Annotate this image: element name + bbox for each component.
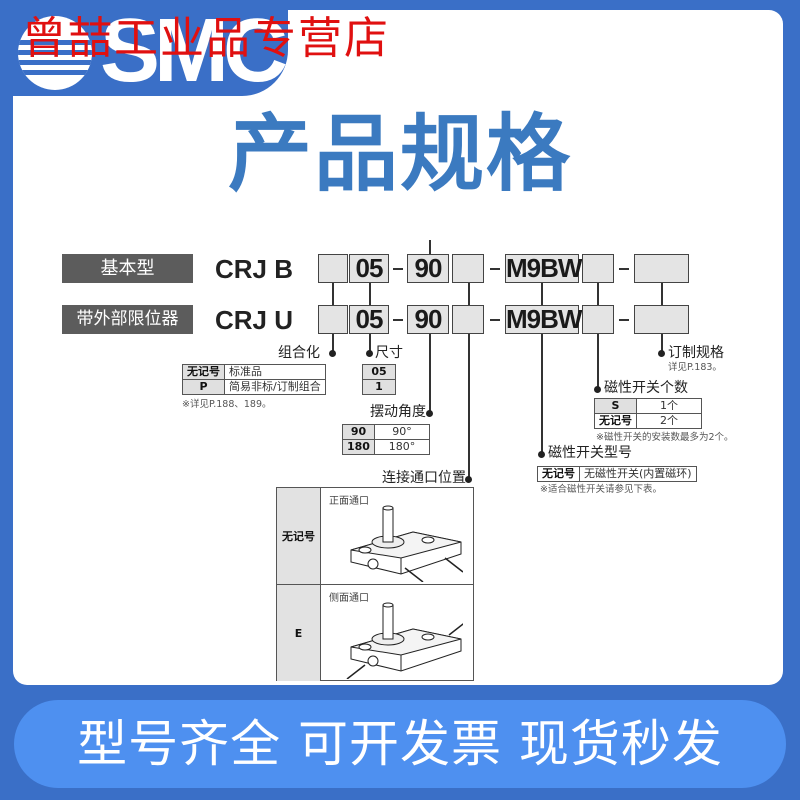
dash <box>393 319 403 321</box>
port-caption: 正面通口 <box>329 496 369 507</box>
model-code: CRJ U <box>215 305 294 335</box>
table-value: 标准品 <box>224 364 326 380</box>
option-box-port <box>452 305 484 334</box>
port-caption: 侧面通口 <box>329 593 369 604</box>
table-value: 简易非标/订制组合 <box>224 379 326 395</box>
option-box-angle: 90 <box>407 305 449 334</box>
connector-line <box>468 334 470 480</box>
page-title: 产品规格 <box>227 105 572 203</box>
custom-spec-note: 详见P.183。 <box>668 362 722 373</box>
option-box-switch-model: M9BW <box>505 253 582 283</box>
callout-swing-angle-title: 摆动角度 <box>370 404 426 420</box>
table-key: 无记号 <box>182 364 225 380</box>
option-box-custom <box>634 254 689 283</box>
option-box-switch-model: M9BW <box>505 304 582 334</box>
option-box-size: 05 <box>349 305 389 334</box>
callout-switch-model-title: 磁性开关型号 <box>548 445 632 461</box>
size-table: 05 1 <box>362 364 396 395</box>
callout-combination-title: 组合化 <box>278 345 320 361</box>
option-box-custom <box>634 305 689 334</box>
switch-count-note: ※磁性开关的安装数最多为2个。 <box>596 432 734 443</box>
connector-line <box>332 283 334 305</box>
table-key: S <box>594 398 637 414</box>
callout-dot <box>366 350 373 357</box>
callout-port-position-title: 连接通口位置 <box>382 470 466 486</box>
combination-note: ※详见P.188、189。 <box>182 399 272 410</box>
port-row-side: E 侧面通口 <box>277 585 473 681</box>
switch-model-table: 无记号无磁性开关(内置磁环) <box>537 466 697 482</box>
table-value: 1个 <box>636 398 702 414</box>
connector-line <box>332 334 334 354</box>
store-watermark: 曾喆工业品专营店 <box>22 14 390 63</box>
table-value: 180° <box>373 439 430 455</box>
table-value: 90° <box>373 424 430 440</box>
promo-banner: 型号齐全 可开发票 现货秒发 <box>14 700 786 788</box>
model-code: CRJ B <box>215 254 294 284</box>
callout-switch-count-title: 磁性开关个数 <box>604 380 688 396</box>
table-key: E <box>277 585 321 681</box>
callout-dot <box>465 476 472 483</box>
option-box-size: 05 <box>349 254 389 283</box>
callout-dot <box>538 451 545 458</box>
table-key: P <box>182 379 225 395</box>
table-key: 180 <box>342 439 375 455</box>
connector-line <box>661 283 663 305</box>
connector-line <box>597 283 599 305</box>
table-key: 无记号 <box>537 466 580 482</box>
dash <box>393 268 403 270</box>
option-box-combination <box>318 305 348 334</box>
port-position-table: 无记号 正面通口 E 侧面通口 <box>276 487 474 681</box>
model-row-external-stopper: 带外部限位器 CRJ U 05 90 M9BW <box>62 305 702 335</box>
callout-dot <box>658 350 665 357</box>
table-key: 05 <box>362 364 396 380</box>
smc-logo-icon <box>18 16 92 90</box>
table-value: 2个 <box>636 413 702 429</box>
row-label: 基本型 <box>62 254 193 283</box>
table-key: 1 <box>362 379 396 395</box>
model-row-basic: 基本型 CRJ B 05 90 M9BW <box>62 254 702 284</box>
dash <box>619 319 629 321</box>
brand-logo-block: SMC <box>0 0 288 96</box>
table-key: 90 <box>342 424 375 440</box>
dash <box>619 268 629 270</box>
connector-line <box>661 334 663 354</box>
table-key: 无记号 <box>594 413 637 429</box>
callout-custom-spec-title: 订制规格 <box>668 345 724 361</box>
option-box-combination <box>318 254 348 283</box>
connector-line <box>369 334 371 354</box>
table-key: 无记号 <box>277 488 321 584</box>
dash <box>490 268 500 270</box>
actuator-front-port-icon <box>350 505 463 582</box>
row-label: 带外部限位器 <box>62 305 193 334</box>
port-row-front: 无记号 正面通口 <box>277 488 473 585</box>
actuator-side-port-icon <box>346 602 463 679</box>
callout-dot <box>426 410 433 417</box>
option-box-switch-count <box>582 305 614 334</box>
switch-model-note: ※适合磁性开关请参见下表。 <box>540 484 662 495</box>
option-box-port <box>452 254 484 283</box>
connector-line <box>597 334 599 389</box>
callout-size-title: 尺寸 <box>375 345 403 361</box>
connector-line <box>429 240 431 254</box>
callout-dot <box>329 350 336 357</box>
table-value: 无磁性开关(内置磁环) <box>579 466 697 482</box>
connector-line <box>541 334 543 454</box>
brand-logo-text: SMC <box>100 1 288 101</box>
connector-line <box>429 334 431 414</box>
option-box-switch-count <box>582 254 614 283</box>
connector-line <box>468 283 470 305</box>
option-box-angle: 90 <box>407 254 449 283</box>
connector-line <box>369 283 371 305</box>
callout-dot <box>594 386 601 393</box>
connector-line <box>541 283 543 305</box>
dash <box>490 319 500 321</box>
